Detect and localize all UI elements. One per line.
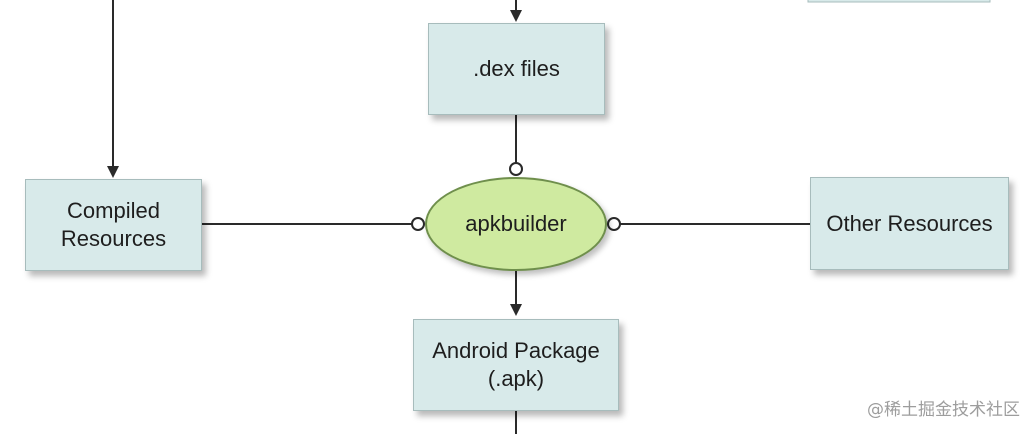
partial-node-top-right — [807, 0, 991, 3]
node-compiled-resources: Compiled Resources — [25, 179, 202, 271]
node-other-resources: Other Resources — [810, 177, 1009, 270]
connector-dex-apkbuilder — [509, 162, 523, 176]
node-other-resources-label: Other Resources — [826, 210, 993, 236]
node-dex-files: .dex files — [428, 23, 605, 115]
node-apkbuilder-label: apkbuilder — [465, 211, 567, 236]
watermark: @稀土掘金技术社区 — [867, 400, 1020, 420]
node-android-package: Android Package (.apk) — [413, 319, 619, 411]
node-android-package-label: Android Package (.apk) — [432, 338, 600, 391]
node-dex-files-label: .dex files — [473, 56, 560, 81]
node-compiled-resources-label: Compiled Resources — [60, 198, 167, 251]
connector-compiled-apkbuilder — [411, 217, 425, 231]
node-apkbuilder: apkbuilder — [425, 177, 607, 271]
connector-other-apkbuilder — [607, 217, 621, 231]
